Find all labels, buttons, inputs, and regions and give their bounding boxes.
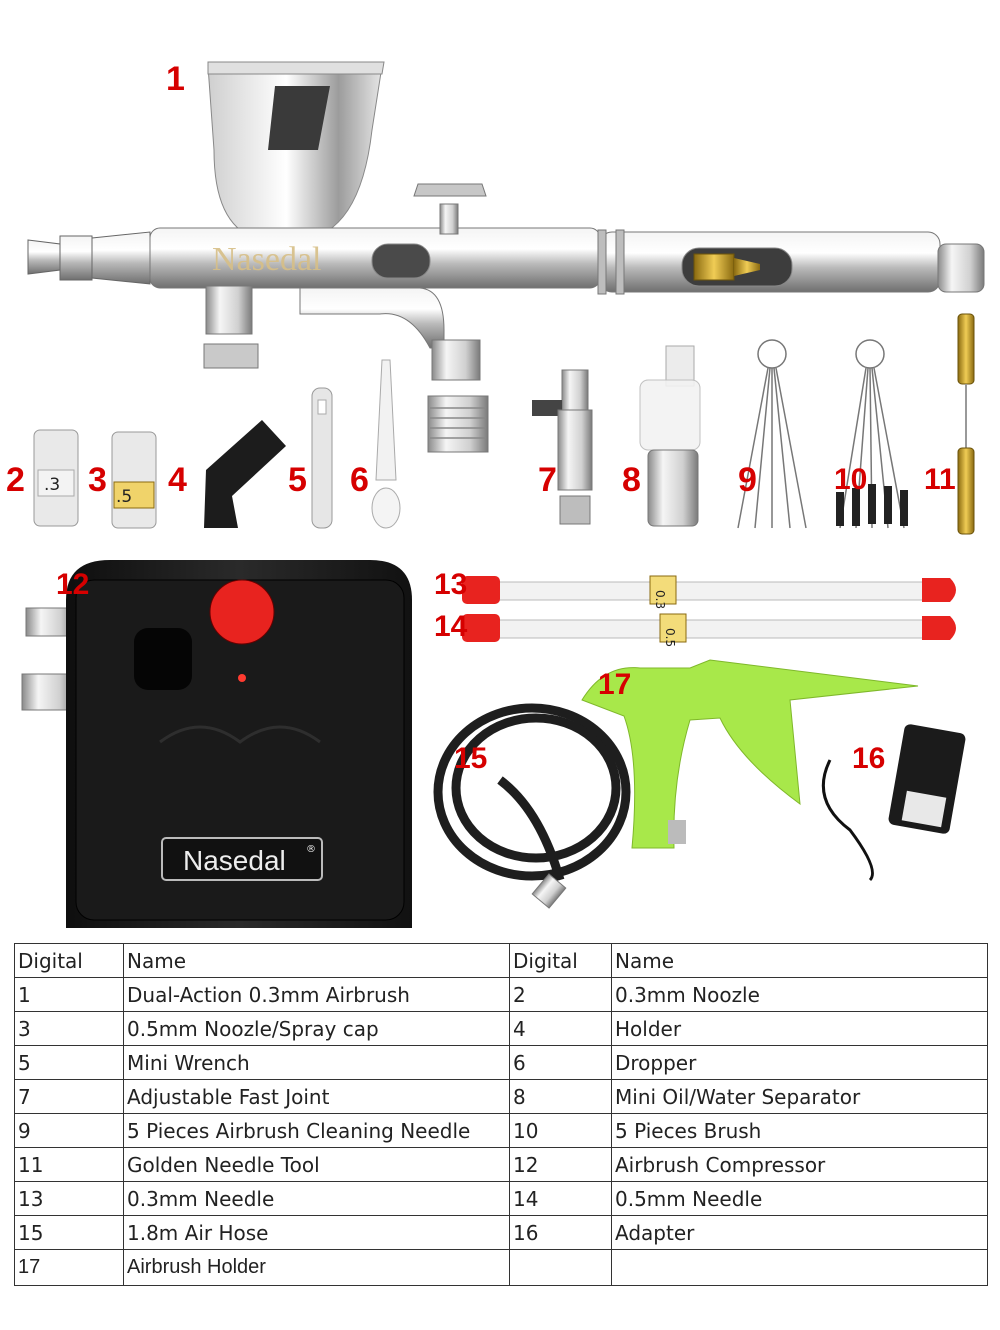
cell xyxy=(611,1249,988,1286)
golden-needle-tool xyxy=(957,313,975,535)
compressor-trademark: ® xyxy=(306,844,316,855)
cell: Airbrush Compressor xyxy=(611,1147,988,1182)
cell: Holder xyxy=(611,1011,988,1046)
cell: 8 xyxy=(509,1079,612,1114)
cell: 0.3mm Needle xyxy=(123,1181,510,1216)
cleaning-needles xyxy=(737,339,807,529)
cleaning-brushes xyxy=(836,339,908,529)
airbrush-holder xyxy=(581,659,919,849)
callout-12: 12 xyxy=(56,568,90,601)
cell: Airbrush Holder xyxy=(123,1249,510,1286)
cell: 11 xyxy=(14,1147,124,1182)
header-name-2: Name xyxy=(611,943,988,978)
cell: 16 xyxy=(509,1215,612,1250)
table-row: 11 Golden Needle Tool 12 Airbrush Compre… xyxy=(14,1147,988,1182)
cell: Golden Needle Tool xyxy=(123,1147,510,1182)
cell: 5 Pieces Brush xyxy=(611,1113,988,1148)
callout-1: 1 xyxy=(166,60,185,98)
power-adapter xyxy=(821,724,966,882)
needle-0-5: 0.5 xyxy=(462,613,956,647)
callout-15: 15 xyxy=(454,742,488,775)
nozzle-0-5: .5 xyxy=(111,431,157,529)
callout-13: 13 xyxy=(434,568,468,601)
callout-17: 17 xyxy=(598,668,632,701)
cell: 9 xyxy=(14,1113,124,1148)
nozzle-0-5-label: .5 xyxy=(116,487,132,507)
callout-4: 4 xyxy=(168,461,187,499)
cell: 12 xyxy=(509,1147,612,1182)
header-name-1: Name xyxy=(123,943,510,978)
cell: Adjustable Fast Joint xyxy=(123,1079,510,1114)
cell: 3 xyxy=(14,1011,124,1046)
cell: Mini Oil/Water Separator xyxy=(611,1079,988,1114)
cell: 1.8m Air Hose xyxy=(123,1215,510,1250)
callout-5: 5 xyxy=(288,461,307,499)
cell: Dual-Action 0.3mm Airbrush xyxy=(123,977,510,1012)
table-row: 3 0.5mm Noozle/Spray cap 4 Holder xyxy=(14,1011,988,1046)
cell: 7 xyxy=(14,1079,124,1114)
cell: 2 xyxy=(509,977,612,1012)
table-row: 9 5 Pieces Airbrush Cleaning Needle 10 5… xyxy=(14,1113,988,1148)
callout-14: 14 xyxy=(434,610,468,643)
cell: Adapter xyxy=(611,1215,988,1250)
table-row: 5 Mini Wrench 6 Dropper xyxy=(14,1045,988,1080)
needle-0-3: 0.3 xyxy=(462,575,956,609)
callout-9: 9 xyxy=(738,461,757,499)
cell: 6 xyxy=(509,1045,612,1080)
nozzle-0-3-label: .3 xyxy=(44,475,60,495)
callout-6: 6 xyxy=(350,461,369,499)
product-illustration: Nasedal .3 .5 xyxy=(21,61,985,928)
parts-table: Digital Name Digital Name 1 Dual-Action … xyxy=(14,943,988,1286)
callout-7: 7 xyxy=(538,461,557,499)
cell xyxy=(509,1249,612,1286)
airbrush-compressor: Nasedal ® xyxy=(21,560,412,928)
callout-3: 3 xyxy=(88,461,107,499)
fast-joint xyxy=(532,369,593,525)
cell: Dropper xyxy=(611,1045,988,1080)
cell: Mini Wrench xyxy=(123,1045,510,1080)
cell: 13 xyxy=(14,1181,124,1216)
table-row: 13 0.3mm Needle 14 0.5mm Needle xyxy=(14,1181,988,1216)
needle-0-5-label: 0.5 xyxy=(663,628,677,647)
callout-11: 11 xyxy=(924,463,956,496)
table-header-row: Digital Name Digital Name xyxy=(14,943,988,978)
cell: 5 Pieces Airbrush Cleaning Needle xyxy=(123,1113,510,1148)
cell: 0.5mm Needle xyxy=(611,1181,988,1216)
air-hose xyxy=(433,703,631,882)
cell: 5 xyxy=(14,1045,124,1080)
dropper xyxy=(371,359,401,529)
header-digital-2: Digital xyxy=(509,943,612,978)
callout-8: 8 xyxy=(622,461,641,499)
table-row: 1 Dual-Action 0.3mm Airbrush 2 0.3mm Noo… xyxy=(14,977,988,1012)
airbrush: Nasedal xyxy=(27,61,985,453)
mini-wrench xyxy=(311,387,333,529)
cell: 1 xyxy=(14,977,124,1012)
table-row: 17 Airbrush Holder xyxy=(14,1249,988,1286)
cell: 4 xyxy=(509,1011,612,1046)
cell: 14 xyxy=(509,1181,612,1216)
callout-2: 2 xyxy=(6,461,25,499)
nozzle-0-3: .3 xyxy=(33,429,79,527)
product-figure: Nasedal .3 .5 xyxy=(6,60,985,928)
cell: 10 xyxy=(509,1113,612,1148)
needle-0-3-label: 0.3 xyxy=(653,590,667,609)
table-row: 7 Adjustable Fast Joint 8 Mini Oil/Water… xyxy=(14,1079,988,1114)
oil-water-separator xyxy=(639,345,701,527)
hose-connector xyxy=(531,873,567,909)
holder-part xyxy=(204,420,286,528)
callout-10: 10 xyxy=(834,463,868,496)
compressor-brand-label: Nasedal xyxy=(183,845,286,876)
header-digital-1: Digital xyxy=(14,943,124,978)
cell: 0.3mm Noozle xyxy=(611,977,988,1012)
cell: 17 xyxy=(14,1249,124,1286)
cell: 15 xyxy=(14,1215,124,1250)
airbrush-watermark: Nasedal xyxy=(212,241,322,278)
callout-16: 16 xyxy=(852,742,886,775)
cell: 0.5mm Noozle/Spray cap xyxy=(123,1011,510,1046)
table-row: 15 1.8m Air Hose 16 Adapter xyxy=(14,1215,988,1250)
